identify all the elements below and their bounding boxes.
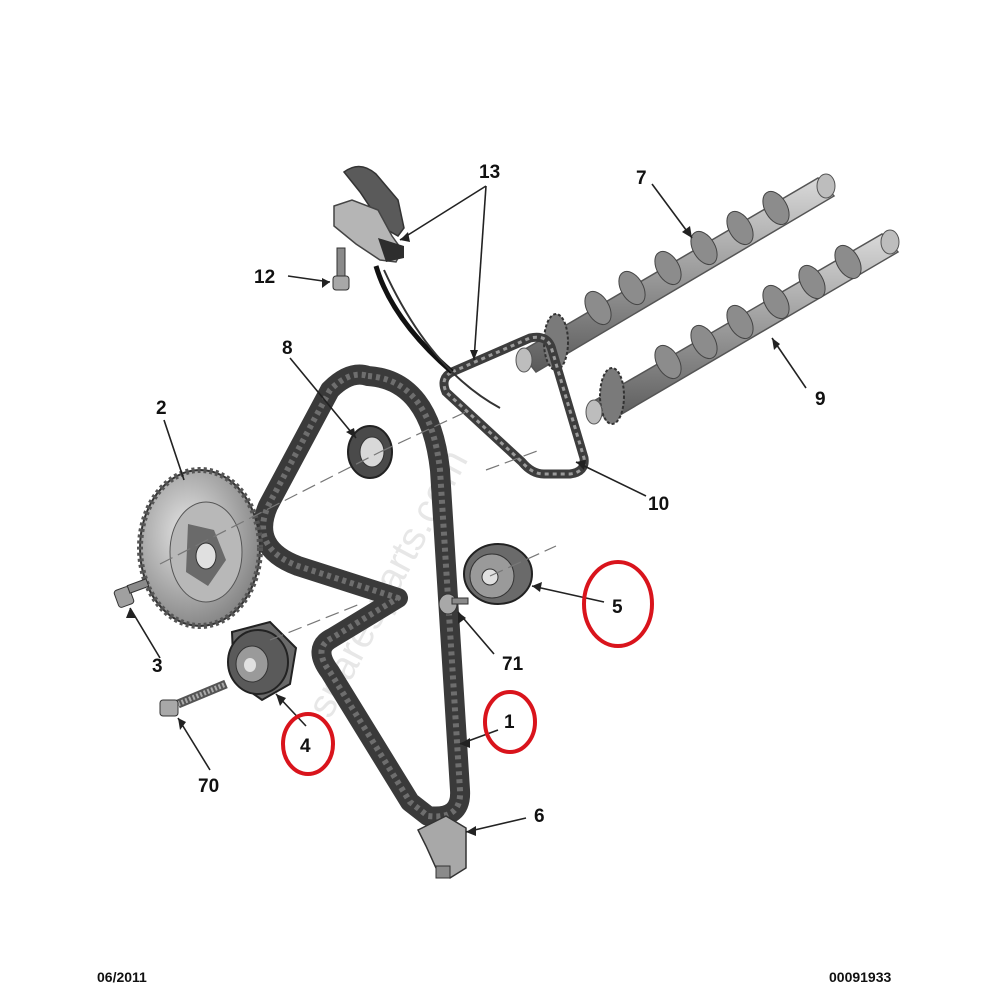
callout-71: 71: [502, 654, 524, 675]
highlight-circles: [281, 560, 654, 776]
callout-10: 10: [648, 494, 669, 515]
callout-12: 12: [254, 267, 275, 288]
callout-7: 7: [636, 168, 647, 189]
highlight-1: [483, 690, 537, 754]
roller-5: [463, 543, 533, 605]
bolt-71: [438, 593, 469, 615]
callout-5: 5: [612, 597, 623, 618]
callout-6: 6: [534, 806, 545, 827]
chain-tensioner-13: [333, 165, 501, 409]
timing-chain-10: [439, 332, 589, 479]
seal-8: [347, 425, 393, 479]
pulley-2: [137, 467, 263, 629]
callout-9: 9: [815, 389, 826, 410]
footer-code: 00091933: [829, 969, 892, 985]
callout-13: 13: [479, 162, 500, 183]
callout-1: 1: [504, 712, 515, 733]
highlight-4: [281, 712, 335, 776]
callout-4: 4: [300, 736, 311, 757]
highlight-5: [582, 560, 654, 648]
axis-lines: [159, 409, 557, 641]
tensioner-4: [227, 620, 298, 702]
bolt-12: [332, 247, 350, 291]
leader-lines: [129, 183, 807, 833]
bolt-3: [113, 578, 150, 608]
camshaft-9: [585, 229, 900, 425]
camshaft-7: [515, 173, 836, 373]
callout-3: 3: [152, 656, 163, 677]
bolt-70: [159, 679, 228, 717]
timing-belt-1: [253, 364, 471, 827]
footer-date: 06/2011: [97, 969, 147, 985]
callout-8: 8: [282, 338, 293, 359]
callout-70: 70: [198, 776, 219, 797]
guide-6: [416, 815, 467, 879]
callout-2: 2: [156, 398, 167, 419]
